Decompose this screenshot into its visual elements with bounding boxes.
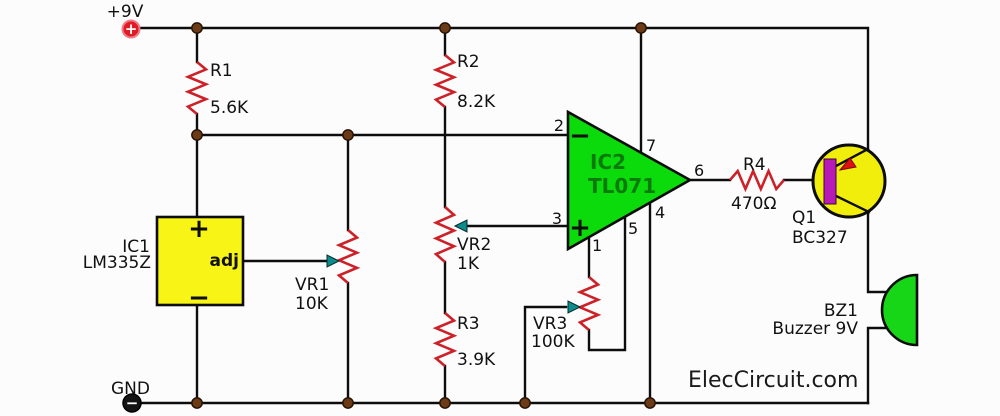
- ic1-body: [155, 215, 245, 307]
- opamp-inverting-input-sign: −: [569, 121, 591, 151]
- vr3-wiper-arrow-icon: [567, 300, 582, 314]
- junction-dot: [191, 22, 203, 34]
- junction-dot: [519, 397, 531, 409]
- bz1-buzzer: BZ1 Buzzer 9V: [772, 273, 919, 347]
- ground-terminal-symbol: −: [126, 394, 139, 412]
- potentiometer-vr1: [335, 229, 361, 284]
- positive-terminal-symbol: +: [125, 20, 138, 38]
- pin-6-label: 6: [694, 161, 704, 180]
- resistor-r3: [432, 312, 458, 367]
- positive-terminal-icon: [121, 19, 141, 39]
- bz1-ref-label: BZ1: [824, 301, 858, 321]
- transistor-base-bar: [823, 158, 837, 205]
- pin-2-label: 2: [554, 116, 564, 135]
- buzzer-body: [880, 273, 919, 347]
- junction-dot: [191, 129, 203, 141]
- resistor-r4: [729, 167, 785, 193]
- wire-vr3-wiper-to-ground: [523, 305, 568, 405]
- junction-dot: [635, 22, 647, 34]
- power-terminals: + − +9V GND: [107, 2, 150, 413]
- junction-dot: [342, 129, 354, 141]
- transistor-collector-line: [834, 194, 871, 214]
- r2-value-label: 8.2K: [457, 92, 496, 112]
- wiper-arrows: [326, 219, 582, 314]
- transistor-emitter-line: [834, 147, 870, 168]
- ic2-tl071: − + IC2 TL071 2 3 7 4 6 1 5: [552, 109, 704, 255]
- bz1-part-label: Buzzer 9V: [772, 319, 858, 339]
- junction-dot: [644, 397, 656, 409]
- vr2-wiper-arrow-icon: [453, 219, 468, 233]
- ground-terminal-icon: [122, 393, 142, 413]
- opamp-noninverting-input-sign: +: [569, 213, 591, 243]
- r4-ref-label: R4: [743, 155, 766, 175]
- ic2-part-label: TL071: [588, 174, 656, 198]
- ic1-ref-label: IC1: [122, 237, 150, 257]
- pin-4-label: 4: [655, 203, 665, 222]
- ic1-plus-pin: +: [188, 214, 210, 244]
- r3-value-label: 3.9K: [457, 350, 496, 370]
- pin-3-label: 3: [552, 209, 562, 228]
- vr1-ref-label: VR1: [295, 275, 329, 295]
- wire-collector-to-buzzer: [866, 210, 889, 294]
- junction-dot: [439, 22, 451, 34]
- pin-1-label: 1: [592, 236, 602, 255]
- vr3-value-label: 100K: [531, 332, 575, 352]
- q1-ref-label: Q1: [792, 208, 816, 228]
- component-labels: R1 5.6K R2 8.2K VR1 10K VR2 1K R3 3.9K V…: [210, 52, 776, 370]
- opamp-triangle: [566, 109, 693, 252]
- r1-ref-label: R1: [210, 61, 233, 81]
- vr1-wiper-arrow-icon: [326, 254, 341, 268]
- vr1-value-label: 10K: [295, 294, 329, 314]
- q1-bc327: Q1 BC327: [792, 143, 887, 248]
- vr2-ref-label: VR2: [457, 235, 491, 255]
- ic1-part-label: LM335Z: [83, 253, 151, 273]
- potentiometer-vr3: [576, 276, 602, 331]
- wire-top-rail: [137, 26, 870, 152]
- ground-rail-label: GND: [111, 379, 150, 399]
- ic1-adj-pin-label: adj: [210, 251, 239, 271]
- positive-rail-label: +9V: [107, 2, 144, 22]
- pin-5-label: 5: [628, 219, 638, 238]
- junction-dot: [342, 397, 354, 409]
- resistor-r1: [184, 60, 210, 116]
- wire-buzzer-to-ground: [866, 326, 889, 405]
- vr3-ref-label: VR3: [533, 314, 567, 334]
- emitter-arrow-icon: [838, 157, 857, 171]
- vr2-value-label: 1K: [457, 254, 480, 274]
- junction-dot: [191, 397, 203, 409]
- ic1-lm335z: + − adj IC1 LM335Z: [83, 214, 245, 313]
- r2-ref-label: R2: [457, 52, 480, 72]
- resistors: [184, 53, 785, 367]
- q1-part-label: BC327: [792, 228, 848, 248]
- wire-pin5-to-vr3-bottom: [587, 215, 627, 352]
- junction-dots: [191, 22, 656, 409]
- potentiometer-vr2: [432, 206, 458, 263]
- ic2-ref-label: IC2: [590, 150, 626, 174]
- junction-dot: [439, 397, 451, 409]
- ic1-minus-pin: −: [188, 283, 210, 313]
- pin-7-label: 7: [646, 136, 656, 155]
- resistor-r2: [432, 53, 458, 109]
- r4-value-label: 470Ω: [731, 194, 776, 214]
- wires: [130, 26, 889, 405]
- r3-ref-label: R3: [457, 314, 480, 334]
- r1-value-label: 5.6K: [210, 98, 249, 118]
- site-credit: ElecCircuit.com: [688, 368, 858, 393]
